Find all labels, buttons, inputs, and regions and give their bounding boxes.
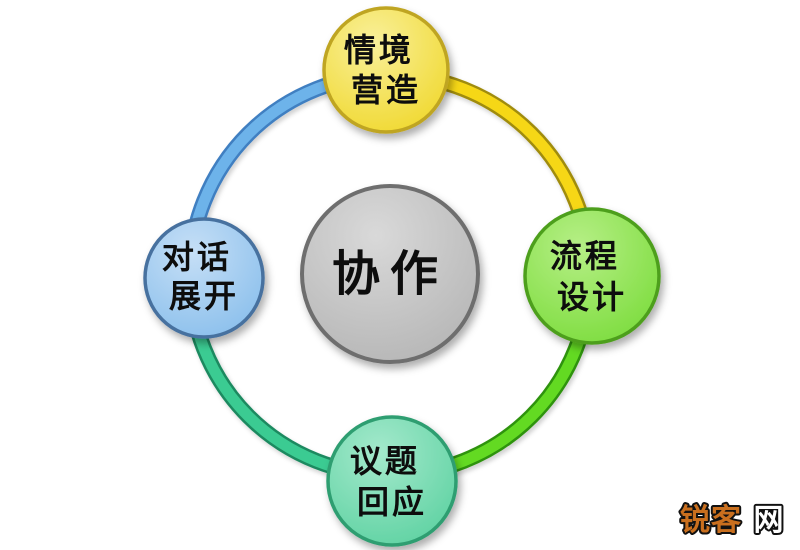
- node-right-label-line1: 流程: [550, 237, 620, 275]
- node-bottom-label-line1: 议题: [350, 442, 420, 480]
- node-top-circle: [322, 6, 450, 134]
- node-bottom: 议题 回应: [326, 415, 458, 547]
- node-right: 流程 设计: [523, 207, 661, 345]
- node-bottom-label: 议题 回应: [350, 431, 434, 521]
- node-right-circle: [523, 207, 661, 345]
- node-top: 情境 营造: [322, 6, 450, 134]
- watermark-part2: 网: [753, 503, 784, 538]
- node-center-circle: [300, 184, 480, 364]
- node-left-label-line1: 对话: [162, 238, 232, 276]
- watermark: 锐客 网: [680, 503, 784, 538]
- node-left-label-line2: 展开: [169, 277, 239, 315]
- node-left: 对话 展开: [143, 217, 265, 339]
- node-right-label: 流程 设计: [550, 226, 634, 316]
- watermark-part1: 锐客: [680, 503, 742, 538]
- node-center: 协作: [300, 184, 480, 364]
- node-right-label-line2: 设计: [557, 278, 627, 316]
- node-bottom-circle: [326, 415, 458, 547]
- node-top-label-line1: 情境: [344, 31, 414, 69]
- node-center-label: 协作: [332, 246, 448, 302]
- node-left-label: 对话 展开: [162, 227, 246, 315]
- node-bottom-label-line2: 回应: [357, 483, 427, 521]
- node-left-circle: [143, 217, 265, 339]
- node-top-label: 情境 营造: [344, 20, 428, 109]
- node-top-label-line2: 营造: [351, 71, 421, 109]
